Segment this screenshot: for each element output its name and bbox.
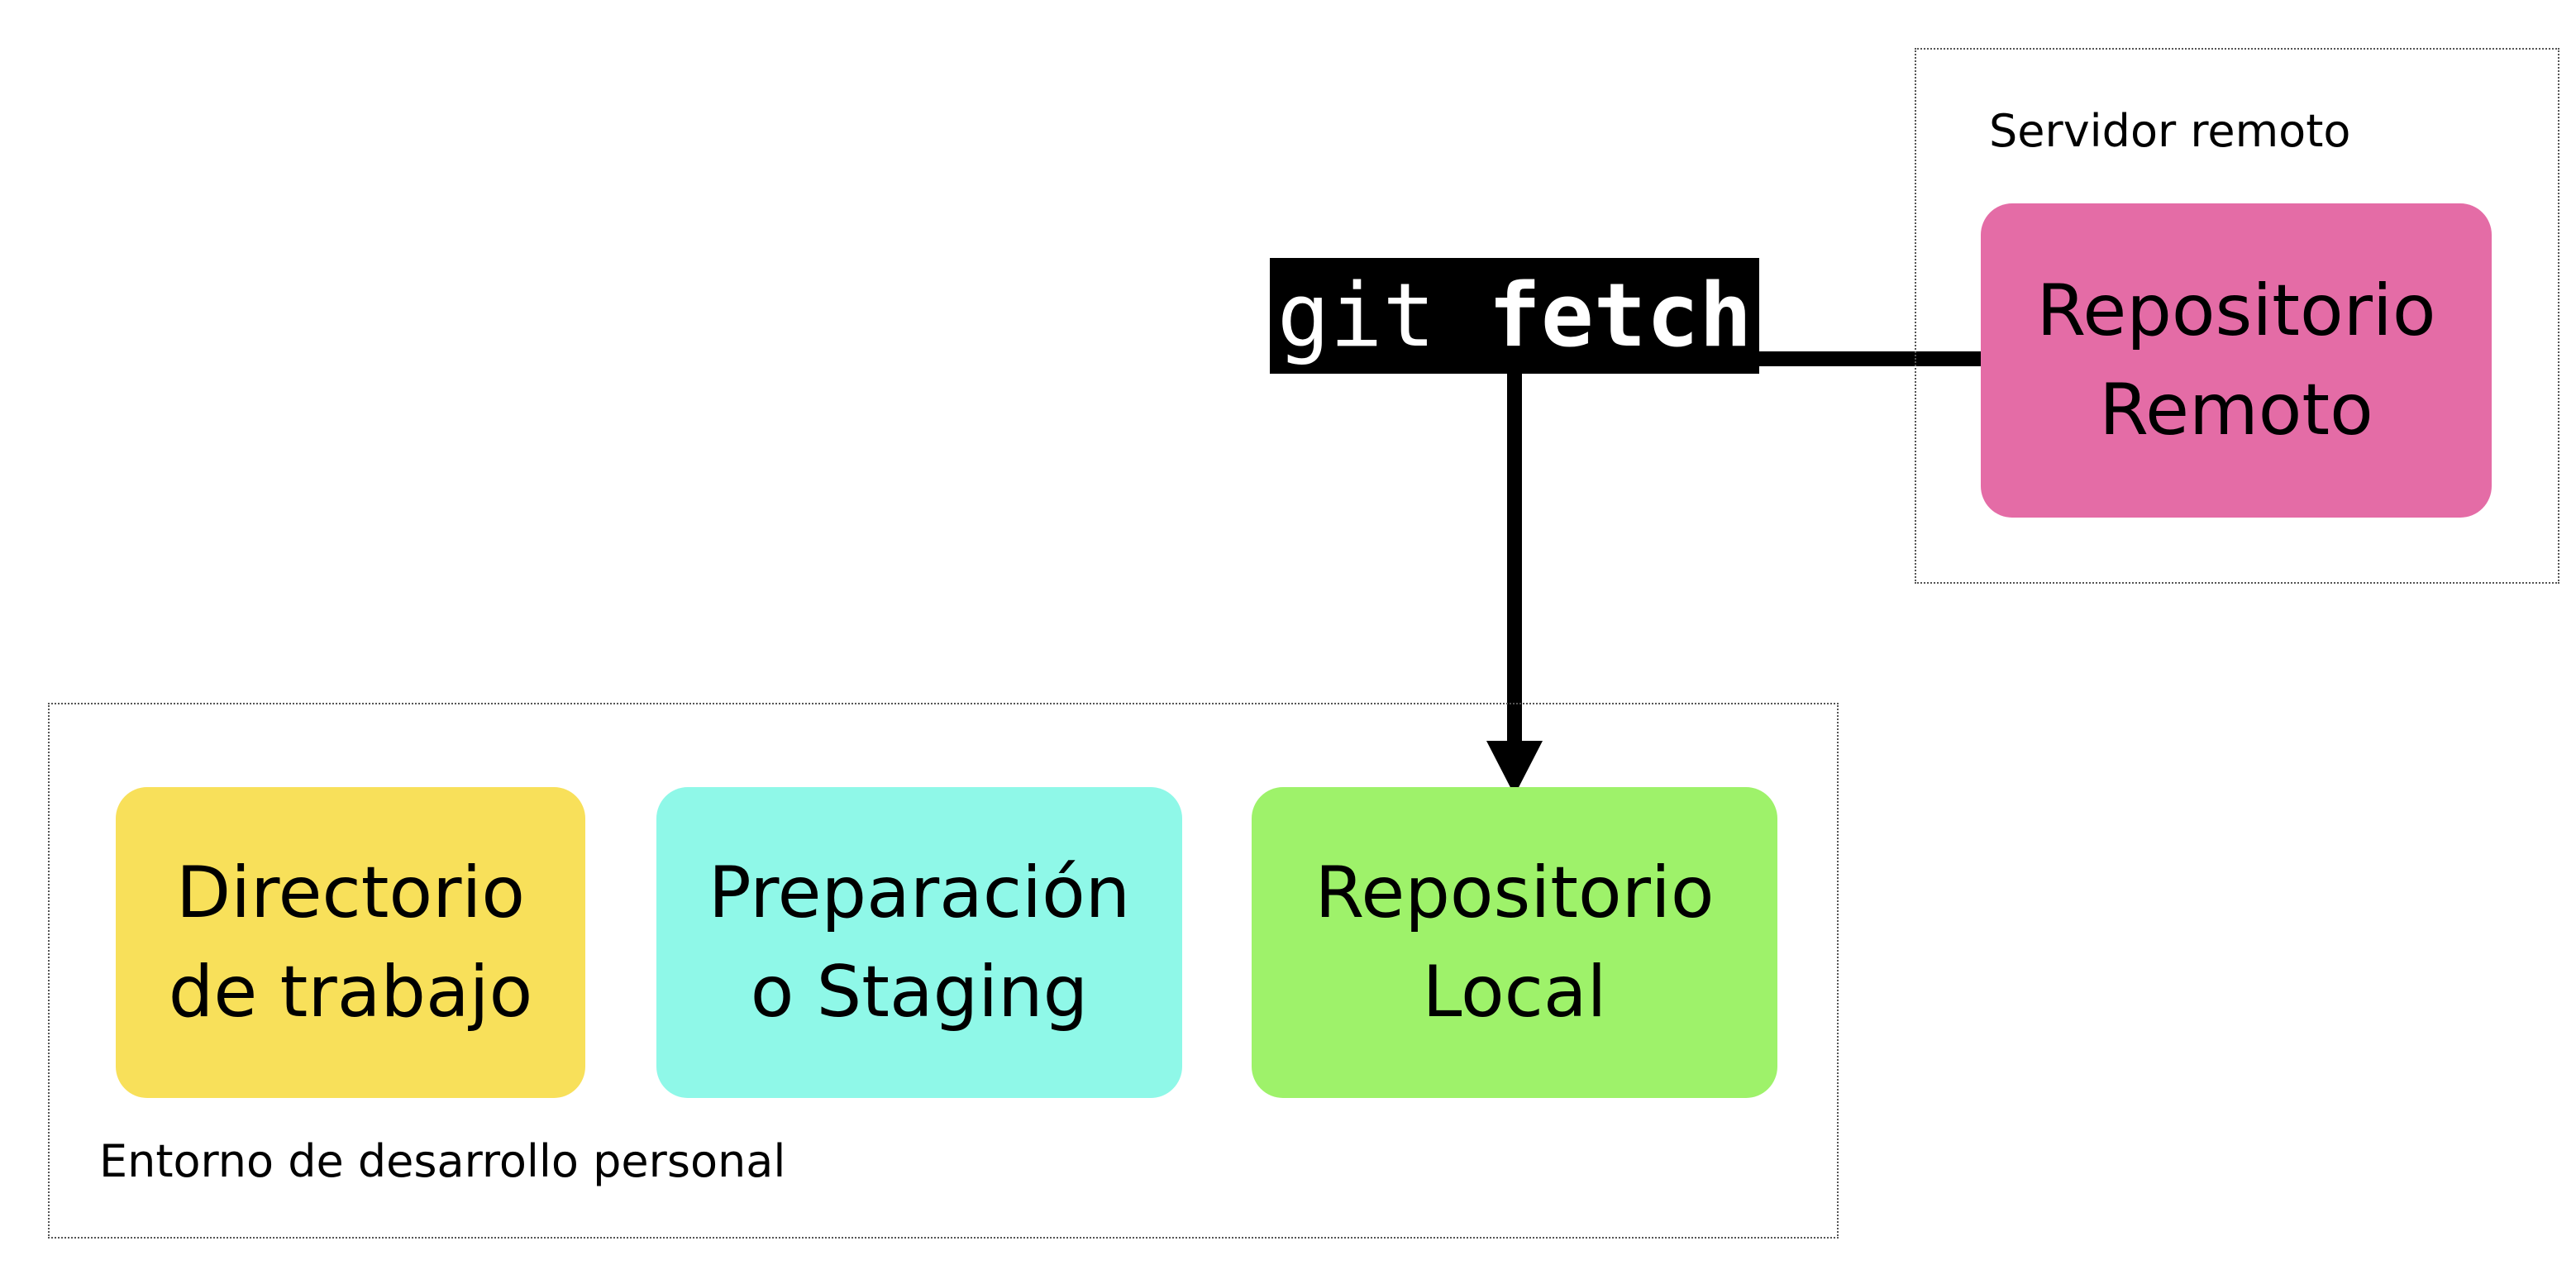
working-directory-box: Directorio de trabajo xyxy=(116,787,585,1098)
command-prefix: git xyxy=(1276,265,1436,366)
remote-server-label: Servidor remoto xyxy=(1989,105,2351,157)
remote-server-frame xyxy=(1915,48,2559,584)
working-directory-line-2: de trabajo xyxy=(168,951,533,1033)
git-fetch-command-label: git fetch xyxy=(1270,258,1759,374)
staging-box: Preparación o Staging xyxy=(656,787,1182,1098)
local-repository-box: Repositorio Local xyxy=(1252,787,1777,1098)
remote-repository-line-1: Repositorio xyxy=(2036,270,2436,352)
remote-repository-line-2: Remoto xyxy=(2099,369,2373,451)
local-environment-frame xyxy=(48,703,1839,1239)
working-directory-line-1: Directorio xyxy=(176,852,525,934)
staging-line-2: o Staging xyxy=(750,951,1089,1033)
remote-repository-box: Repositorio Remoto xyxy=(1981,203,2492,518)
local-repository-line-2: Local xyxy=(1422,951,1607,1033)
command-name: fetch xyxy=(1488,265,1753,366)
local-environment-label: Entorno de desarrollo personal xyxy=(99,1135,786,1187)
staging-line-1: Preparación xyxy=(708,852,1131,934)
local-repository-line-1: Repositorio xyxy=(1314,852,1715,934)
